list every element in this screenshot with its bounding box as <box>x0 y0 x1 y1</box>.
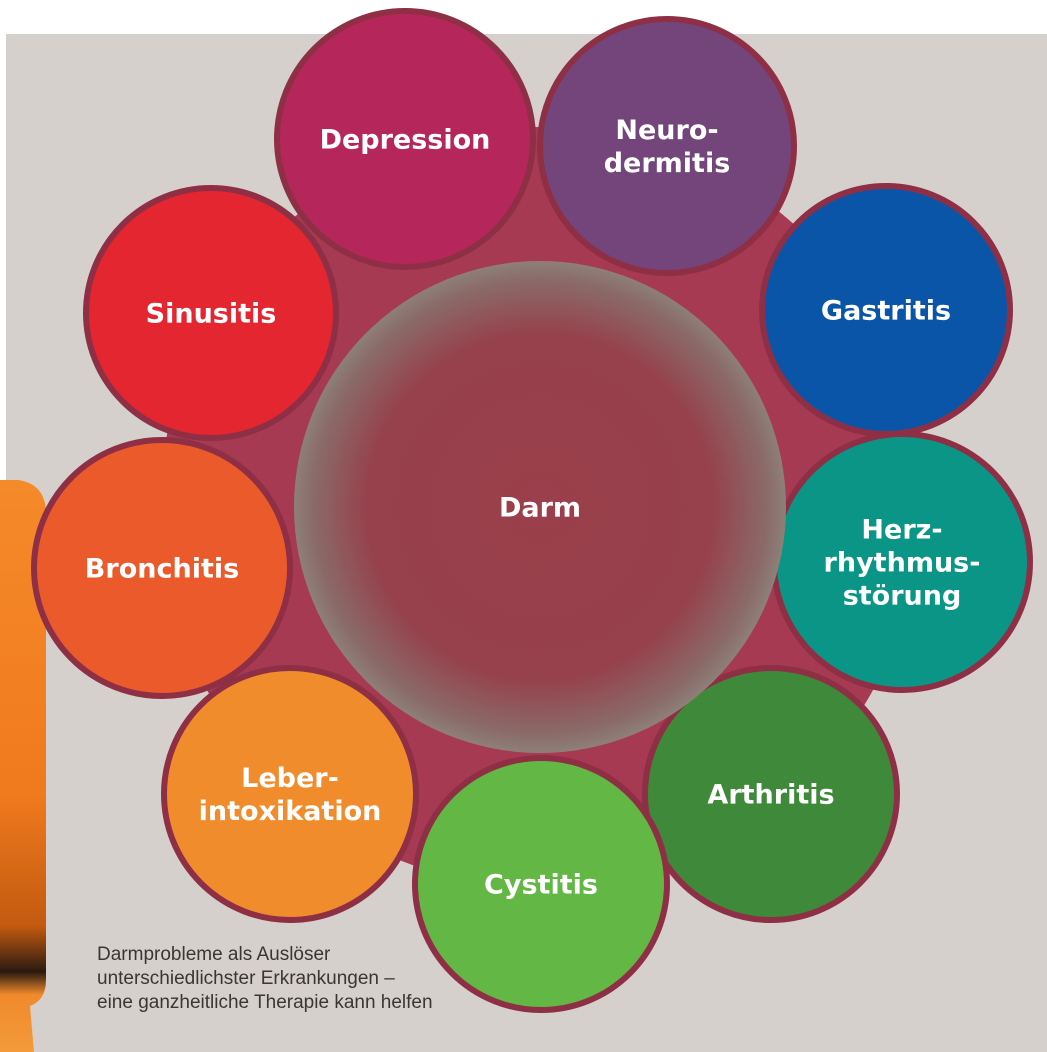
figure-caption: Darmprobleme als Auslöser unterschiedlic… <box>97 943 477 1015</box>
hub-circle <box>294 261 786 753</box>
node-leberintoxikation: Leber-intoxikation <box>161 665 419 923</box>
node-circle-bronchitis <box>31 437 293 699</box>
node-circle-cystitis <box>412 755 670 1013</box>
node-circle-leberintoxikation <box>161 665 419 923</box>
node-label-herzrhythmusstoerung: rhythmus- <box>824 547 981 578</box>
node-gastritis: Gastritis <box>759 183 1013 437</box>
node-cystitis: Cystitis <box>412 755 670 1013</box>
node-sinusitis: Sinusitis <box>83 185 339 441</box>
node-circle-depression <box>274 8 536 270</box>
node-bronchitis: Bronchitis <box>31 437 293 699</box>
node-label-gastritis: Gastritis <box>821 295 951 326</box>
node-label-bronchitis: Bronchitis <box>85 553 239 584</box>
node-arthritis: Arthritis <box>642 665 900 923</box>
node-label-cystitis: Cystitis <box>484 869 598 900</box>
node-label-leberintoxikation: Leber- <box>241 763 339 794</box>
node-depression: Depression <box>274 8 536 270</box>
node-herzrhythmusstoerung: Herz-rhythmus-störung <box>771 431 1033 693</box>
node-label-neurodermitis: dermitis <box>604 148 731 179</box>
caption-line-3: eine ganzheitliche Therapie kann helfen <box>97 992 433 1013</box>
node-circle-arthritis <box>642 665 900 923</box>
node-neurodermitis: Neuro-dermitis <box>537 16 797 276</box>
node-label-neurodermitis: Neuro- <box>615 115 718 146</box>
node-label-sinusitis: Sinusitis <box>146 298 277 329</box>
node-circle-sinusitis <box>83 185 339 441</box>
decorative-orange-shape <box>0 480 48 1052</box>
node-label-depression: Depression <box>320 124 491 155</box>
node-label-arthritis: Arthritis <box>707 779 834 810</box>
hub-node: Darm <box>294 261 786 753</box>
disease-nodes: Depression Neuro-dermitisGastritisHerz-rh… <box>31 8 1033 1013</box>
node-label-herzrhythmusstoerung: störung <box>843 580 962 611</box>
hub-label: Darm <box>499 492 581 523</box>
node-label-leberintoxikation: intoxikation <box>199 796 382 827</box>
node-circle-neurodermitis <box>537 16 797 276</box>
caption-line-2: unterschiedlichster Erkrankungen – <box>97 968 395 989</box>
node-label-herzrhythmusstoerung: Herz- <box>861 514 942 545</box>
caption-line-1: Darmprobleme als Auslöser <box>97 944 331 965</box>
